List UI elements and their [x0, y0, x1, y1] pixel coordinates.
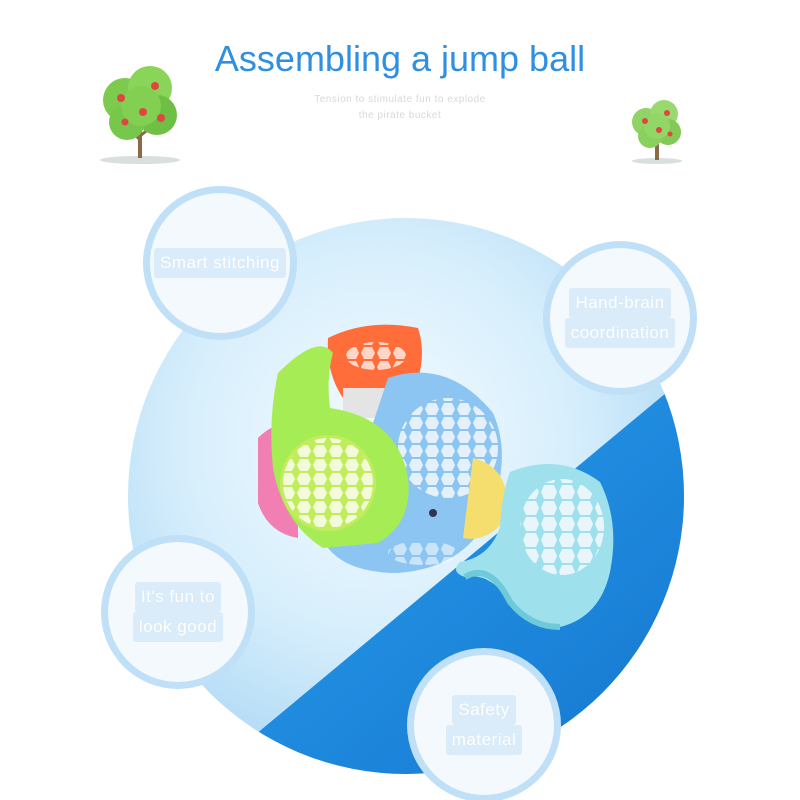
feature-label: material — [445, 725, 523, 755]
feature-label: look good — [132, 612, 224, 642]
feature-label: Smart stitching — [154, 248, 286, 278]
page-subtitle: Tension to stimulate fun to explode the … — [280, 92, 520, 124]
subtitle-line-1: Tension to stimulate fun to explode — [314, 94, 486, 105]
feature-bubble-fun: It's fun to look good — [108, 542, 248, 682]
feature-bubble-smart-stitching: Smart stitching — [150, 193, 290, 333]
feature-label: coordination — [564, 318, 676, 348]
page-title: Assembling a jump ball — [214, 38, 586, 79]
tree-icon — [100, 66, 180, 164]
subtitle-line-2: the pirate bucket — [358, 110, 442, 121]
feature-label: It's fun to — [135, 582, 221, 612]
feature-label: Hand-brain — [569, 288, 671, 318]
feature-label: Safety — [452, 695, 516, 725]
feature-bubble-hand-brain: Hand-brain coordination — [550, 248, 690, 388]
ball-shell-piece — [456, 464, 614, 630]
feature-bubble-safety: Safety material — [414, 655, 554, 795]
jump-ball-illustration — [258, 324, 508, 573]
tree-icon — [632, 100, 682, 164]
